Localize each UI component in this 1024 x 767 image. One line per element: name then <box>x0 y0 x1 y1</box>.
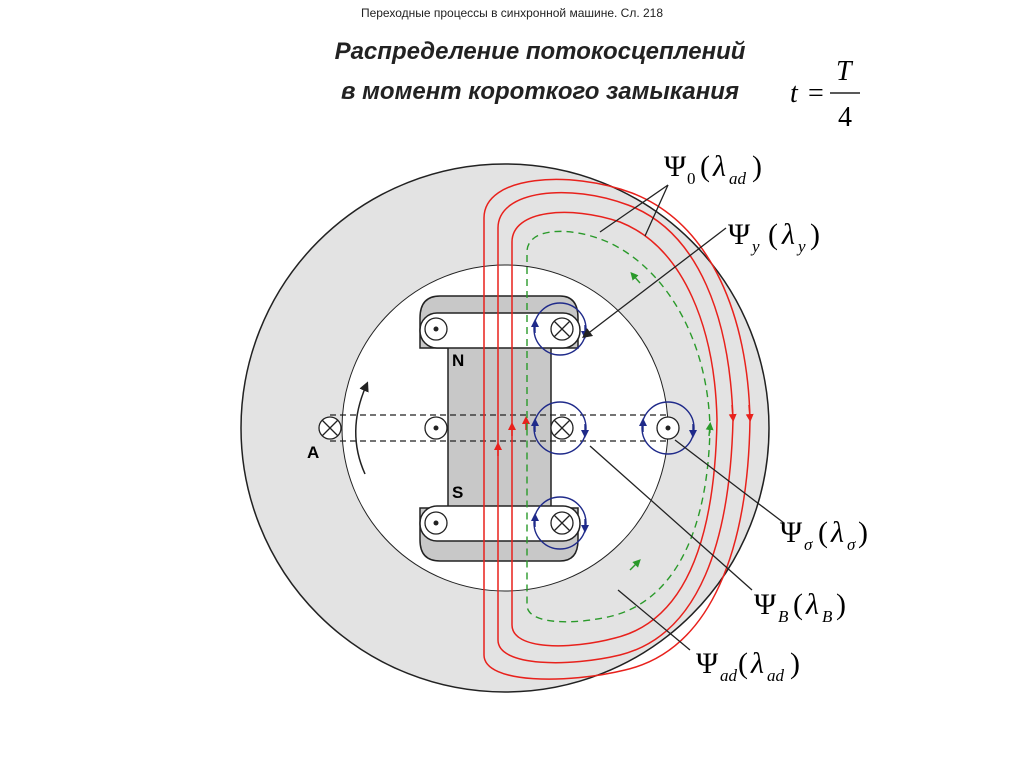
label-psiy: Ψ y ( λ y ) <box>728 218 820 256</box>
phase-a-coil <box>330 414 668 442</box>
flux-line-psiad <box>511 211 718 440</box>
label-psiad: Ψ ad ( λ ad ) <box>696 647 800 685</box>
svg-text:σ: σ <box>804 535 813 554</box>
formula-eq: = <box>808 78 824 109</box>
label-psi0: Ψ 0 ( λ ad ) <box>664 150 762 188</box>
svg-text:λ: λ <box>781 218 795 251</box>
rotor <box>419 295 581 562</box>
pole-north: N <box>452 351 464 370</box>
flux-arrow-1 <box>728 404 737 422</box>
flux-line-psi0-return <box>497 419 734 664</box>
formula-var: t <box>790 78 799 109</box>
svg-text:Ψ: Ψ <box>728 218 751 251</box>
svg-text:Ψ: Ψ <box>780 516 803 549</box>
title-line-2: в момент короткого замыкания <box>341 78 739 105</box>
svg-text:B: B <box>822 607 833 626</box>
svg-text:0: 0 <box>687 169 696 188</box>
green-arrow-1 <box>630 271 641 284</box>
phase-a-label: A <box>307 443 319 462</box>
slide-header: Переходные процессы в синхронной машине.… <box>360 6 664 20</box>
rotor-core <box>419 295 579 562</box>
svg-text:Ψ: Ψ <box>754 588 777 621</box>
svg-text:): ) <box>810 218 820 251</box>
svg-text:(: ( <box>738 647 748 680</box>
svg-text:(: ( <box>793 588 803 621</box>
conductors <box>318 317 680 535</box>
svg-text:λ: λ <box>712 150 726 183</box>
title-line-1: Распределение потокосцеплений <box>334 38 746 65</box>
svg-text:ad: ad <box>720 666 738 685</box>
leakage-circle-bottom <box>533 496 587 550</box>
field-coil-bottom <box>419 505 581 542</box>
label-psisigma: Ψ σ ( λ σ ) <box>780 516 868 554</box>
svg-text:): ) <box>858 516 868 549</box>
svg-text:): ) <box>790 647 800 680</box>
time-formula: t = T 4 <box>790 56 860 133</box>
svg-text:σ: σ <box>847 535 856 554</box>
pole-south: S <box>452 483 463 502</box>
flux-line-outer <box>483 178 751 680</box>
svg-text:λ: λ <box>830 516 844 549</box>
formula-num: T <box>836 56 854 87</box>
leader-lines <box>582 184 785 651</box>
leakage-flux <box>531 302 697 550</box>
field-coil-top <box>419 312 581 349</box>
svg-text:): ) <box>752 150 762 183</box>
svg-text:λ: λ <box>805 588 819 621</box>
svg-text:ad: ad <box>767 666 785 685</box>
leakage-circle-mid <box>533 401 587 455</box>
svg-text:(: ( <box>818 516 828 549</box>
formula-den: 4 <box>838 102 852 133</box>
leakage-circle-stator <box>641 401 695 455</box>
rotation-arrow <box>355 381 369 475</box>
flux-line-psiad-return <box>511 419 718 647</box>
svg-text:Ψ: Ψ <box>664 150 687 183</box>
svg-text:y: y <box>796 237 806 256</box>
green-arrow-2 <box>705 422 714 437</box>
svg-text:ad: ad <box>729 169 747 188</box>
label-psiB: Ψ B ( λ B ) <box>754 588 846 626</box>
svg-text:(: ( <box>700 150 710 183</box>
svg-text:B: B <box>778 607 789 626</box>
green-arrow-3 <box>629 559 641 571</box>
svg-text:(: ( <box>768 218 778 251</box>
svg-text:Ψ: Ψ <box>696 647 719 680</box>
svg-text:): ) <box>836 588 846 621</box>
flux-line-psi0 <box>497 191 734 460</box>
svg-text:λ: λ <box>750 647 764 680</box>
svg-text:y: y <box>750 237 760 256</box>
